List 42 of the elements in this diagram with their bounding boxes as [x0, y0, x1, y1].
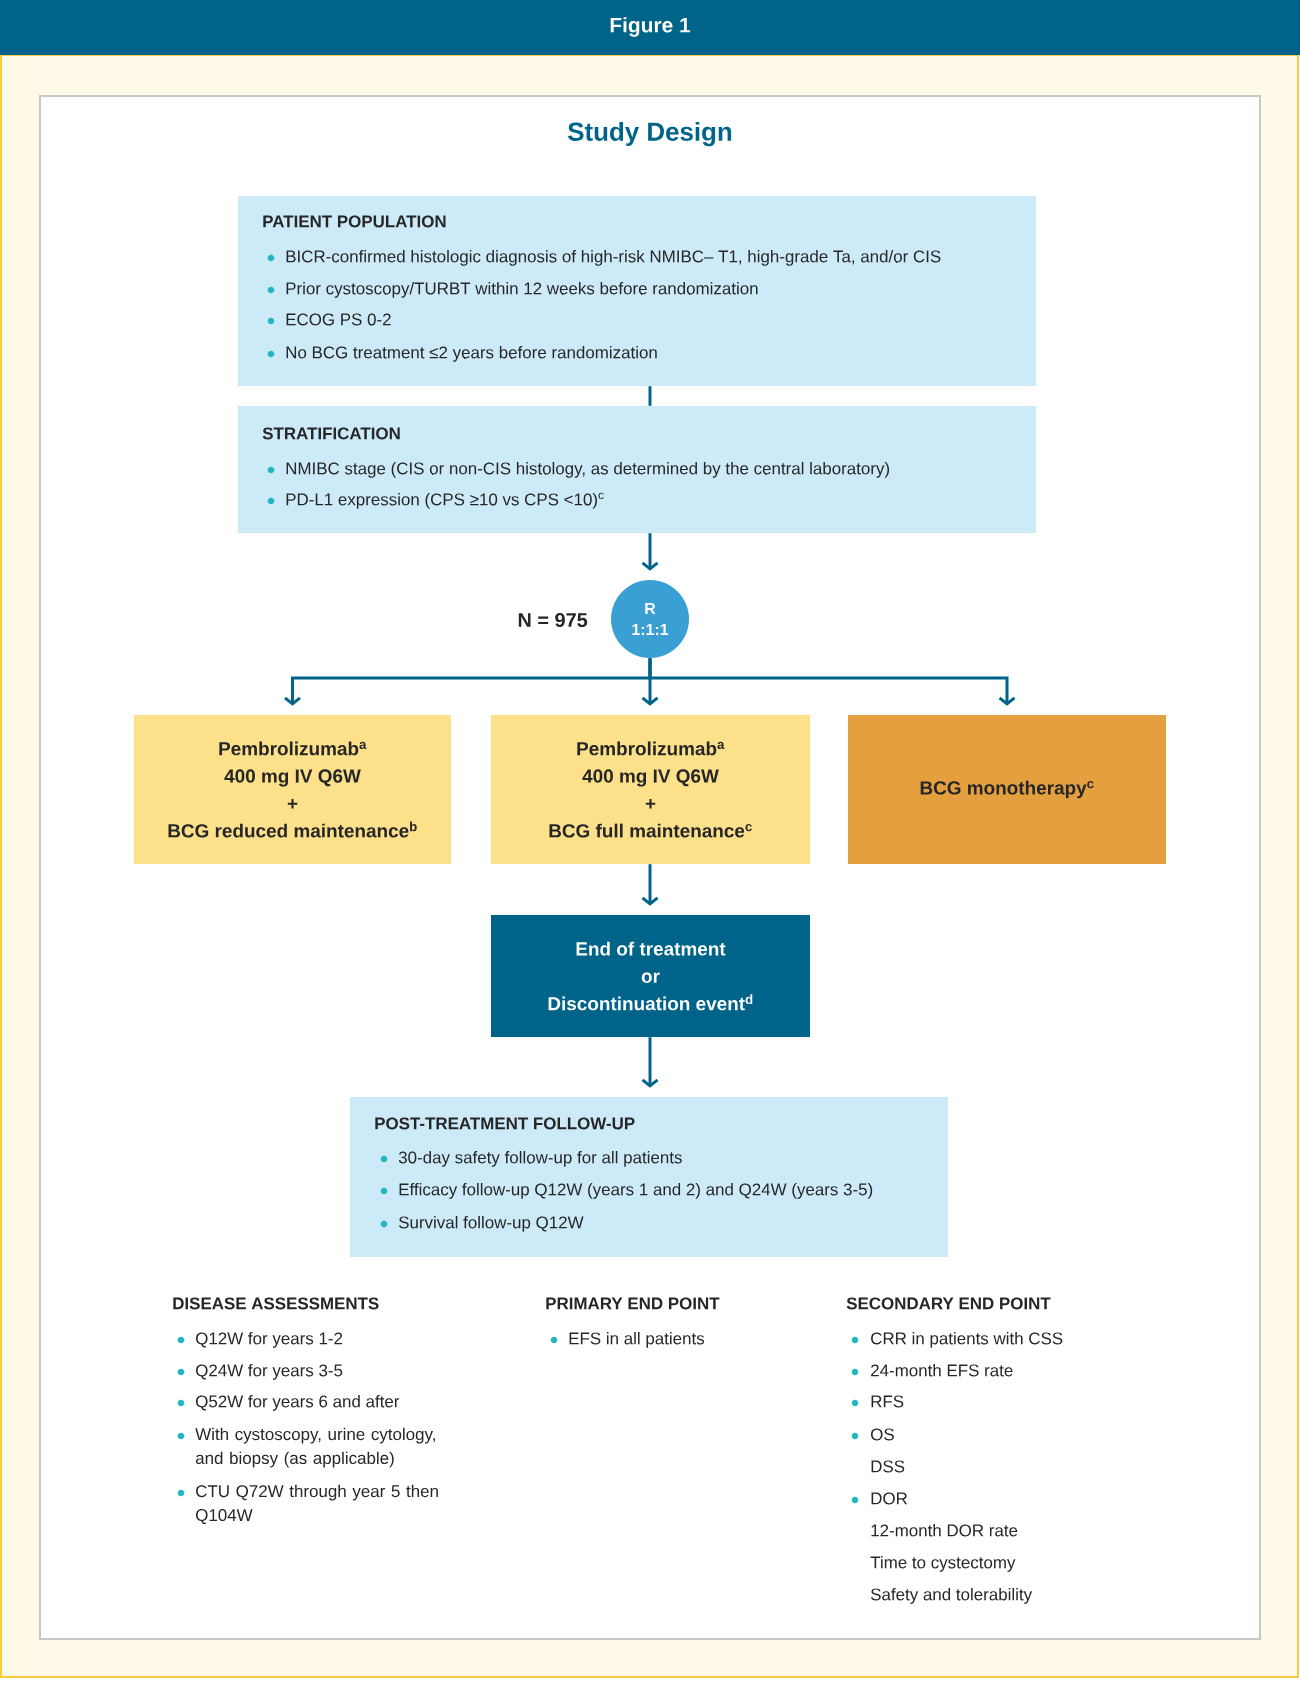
column-heading: SECONDARY END POINT [846, 1297, 1051, 1310]
list-text: Time to cystectomy [870, 1556, 1016, 1572]
title: Study Design [568, 121, 732, 147]
list-text: DSS [871, 1460, 905, 1473]
bullet-text: EFS in all patients [569, 1332, 705, 1348]
bullet-text: DOR [871, 1492, 908, 1505]
bullet-text: Q52W for years 6 and after [196, 1395, 400, 1411]
list-text: 12-month DOR rate [871, 1524, 1018, 1537]
arrow [641, 864, 659, 906]
arrow [648, 658, 1016, 706]
bullet-text: BICR-confirmed histologic diagnosis of high-risk NMIBC– T1, high-grade Ta, and/or CIS [286, 250, 941, 266]
bullet-text: Q12W for years 1-2 [196, 1332, 343, 1348]
bullet-text: 30-day safety follow-up for all patients [398, 1151, 682, 1167]
bullet-text: NMIBC stage (CIS or non-CIS histology, as determined by the central laboratory) [286, 462, 890, 478]
header-bar: Figure 1 [0, 0, 1300, 55]
bullet-text: With cystoscopy, urine cytology, and biopsy (as applicable) [195, 1427, 435, 1468]
treatment-box: BCG monotherapy$^{c}$ [848, 715, 1166, 864]
list-text: Safety and tolerability [870, 1588, 1033, 1604]
arrow [641, 1037, 659, 1088]
sample-size-label: N = 975 [518, 612, 588, 628]
bullet-text: Survival follow-up Q12W [398, 1216, 584, 1232]
box-heading: PATIENT POPULATION [263, 215, 446, 228]
bullet-text: CTU Q72W through year 5 then Q104W [196, 1484, 438, 1525]
bullet-text: Q24W for years 3-5 [196, 1364, 343, 1380]
bullet-text: CRR in patients with CSS [871, 1332, 1063, 1348]
bullet-text: OS [871, 1428, 894, 1441]
column-heading: PRIMARY END POINT [546, 1297, 720, 1310]
treatment-box: Pembrolizumab$^{a}$ 400 mg IV Q6W + BCG full maintenance$^{c}$ [491, 715, 810, 864]
box-heading: POST-TREATMENT FOLLOW-UP [375, 1117, 635, 1130]
bullet-text: No BCG treatment ≤2 years before randomization [286, 346, 657, 362]
bullet-text: Efficacy follow-up Q12W (years 1 and 2) and Q24W (years 3-5) [399, 1183, 873, 1199]
bullet-text: Prior cystoscopy/TURBT within 12 weeks before randomization [286, 282, 758, 298]
bullet-text: ECOG PS 0-2 [286, 313, 391, 326]
bullet-text: RFS [871, 1395, 904, 1408]
treatment-box: Pembrolizumab$^{a}$ 400 mg IV Q6W + BCG reduced maintenance$^{b}$ [134, 715, 451, 864]
column-heading: DISEASE ASSESSMENTS [173, 1297, 379, 1310]
box-heading: STRATIFICATION [262, 427, 400, 440]
event-box: End of treatment or Discontinuation event$^{d}$ [491, 915, 810, 1037]
arrow [641, 533, 659, 571]
bullet-text: PD-L1 expression (CPS ≥10 vs CPS <10)$^{c}$ [286, 492, 604, 509]
bullet-text: 24-month EFS rate [871, 1364, 1013, 1377]
connector-line [648, 386, 652, 406]
